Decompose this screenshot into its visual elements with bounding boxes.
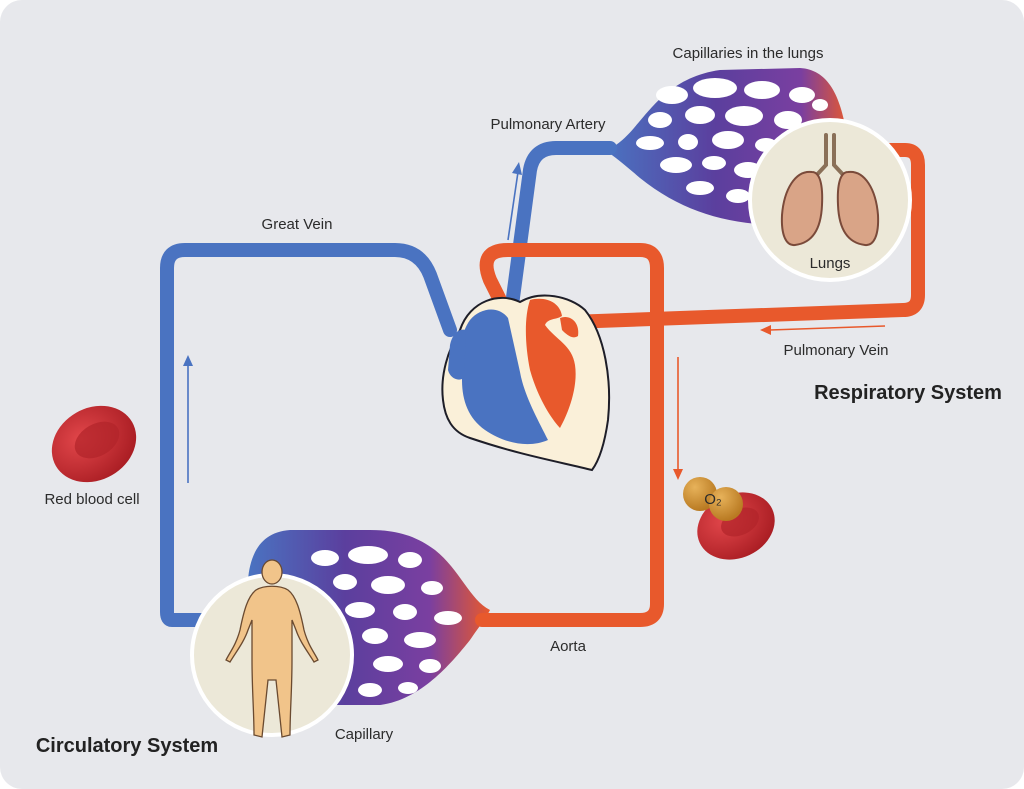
flow-arrow-aorta-down xyxy=(673,357,683,480)
circulatory-system-title: Circulatory System xyxy=(36,735,218,757)
aorta-label: Aorta xyxy=(550,638,587,655)
pulmonary-artery-vessel xyxy=(503,141,617,327)
pulmonary-vein-label: Pulmonary Vein xyxy=(783,342,888,359)
lungs-label: Lungs xyxy=(810,255,851,272)
flow-arrow-up-left xyxy=(183,355,193,483)
lungs-icon xyxy=(780,133,880,247)
great-vein-vessel xyxy=(160,243,457,627)
oxygen-molecule-icon xyxy=(683,477,743,521)
great-vein-label: Great Vein xyxy=(262,216,333,233)
respiratory-system-title: Respiratory System xyxy=(814,382,1002,404)
flow-arrow-pulmonary-artery xyxy=(507,162,522,241)
pulmonary-vein-vessel xyxy=(563,143,925,329)
red-blood-cell-label: Red blood cell xyxy=(44,491,139,508)
lungs-badge xyxy=(748,118,912,282)
aorta-vessel xyxy=(475,243,664,627)
heart-icon xyxy=(441,294,611,472)
oxygen-label: O₂ xyxy=(704,491,722,508)
capillaries-lungs-label: Capillaries in the lungs xyxy=(673,45,824,62)
body-badge xyxy=(190,559,354,738)
red-blood-cell-icon xyxy=(51,405,137,483)
human-body-icon xyxy=(225,559,319,738)
flow-arrow-pulmonary-vein xyxy=(760,325,886,335)
capillary-label: Capillary xyxy=(335,726,394,743)
pulmonary-artery-label: Pulmonary Artery xyxy=(490,116,606,133)
